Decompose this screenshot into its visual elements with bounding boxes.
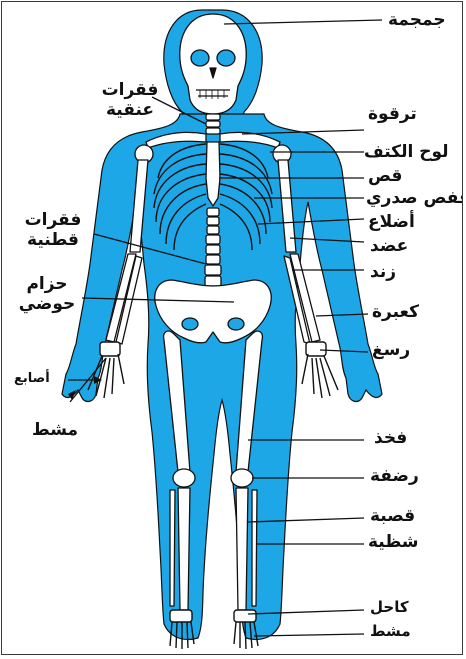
label-cervical-line1: فقرات: [98, 80, 162, 100]
label-cervical-line2: عنقية: [98, 100, 162, 120]
label-patella: رضفة: [370, 468, 419, 485]
cervical-spine: [206, 114, 220, 134]
label-metatarsals: مشط: [370, 624, 411, 639]
label-lumbar: فقرات قطنية: [20, 210, 86, 251]
label-ribs: أضلاع: [368, 214, 415, 231]
spine-column: [205, 208, 221, 286]
fibula-right: [252, 490, 257, 606]
label-fibula: شظية: [368, 534, 419, 551]
patella-right: [231, 469, 253, 487]
label-skull: جمجمة: [388, 12, 446, 29]
tibia-right: [236, 488, 248, 610]
label-femur: فخذ: [374, 430, 407, 447]
fibula-left: [170, 490, 175, 606]
label-pelvis: حزام حوضي: [16, 274, 78, 315]
skull-bone: [180, 14, 246, 114]
label-pelvis-line2: حوضي: [16, 294, 78, 314]
label-ulna: زند: [370, 264, 396, 281]
sternum-bone: [206, 142, 220, 206]
label-lumbar-line2: قطنية: [20, 230, 86, 250]
label-sternum: قص: [368, 168, 402, 185]
label-humerus: عضد: [370, 238, 408, 255]
label-clavicle: ترقوة: [368, 106, 417, 123]
label-scapula: لوح الكتف: [364, 144, 449, 161]
torso-arms-silhouette: [62, 114, 382, 639]
label-ribcage: قفص صدري: [366, 190, 463, 207]
label-metacarpals: مشط: [32, 422, 78, 439]
label-lumbar-line1: فقرات: [20, 210, 86, 230]
label-tarsals: كاحل: [370, 600, 409, 615]
label-wrist: رسغ: [372, 342, 410, 359]
label-pelvis-line1: حزام: [16, 274, 78, 294]
label-radius: كعبرة: [372, 304, 419, 321]
label-tibia: قصبة: [370, 508, 415, 525]
patella-left: [173, 469, 195, 487]
tibia-left: [178, 488, 190, 610]
label-fingers: أصابع: [14, 372, 50, 385]
label-cervical: فقرات عنقية: [98, 80, 162, 121]
